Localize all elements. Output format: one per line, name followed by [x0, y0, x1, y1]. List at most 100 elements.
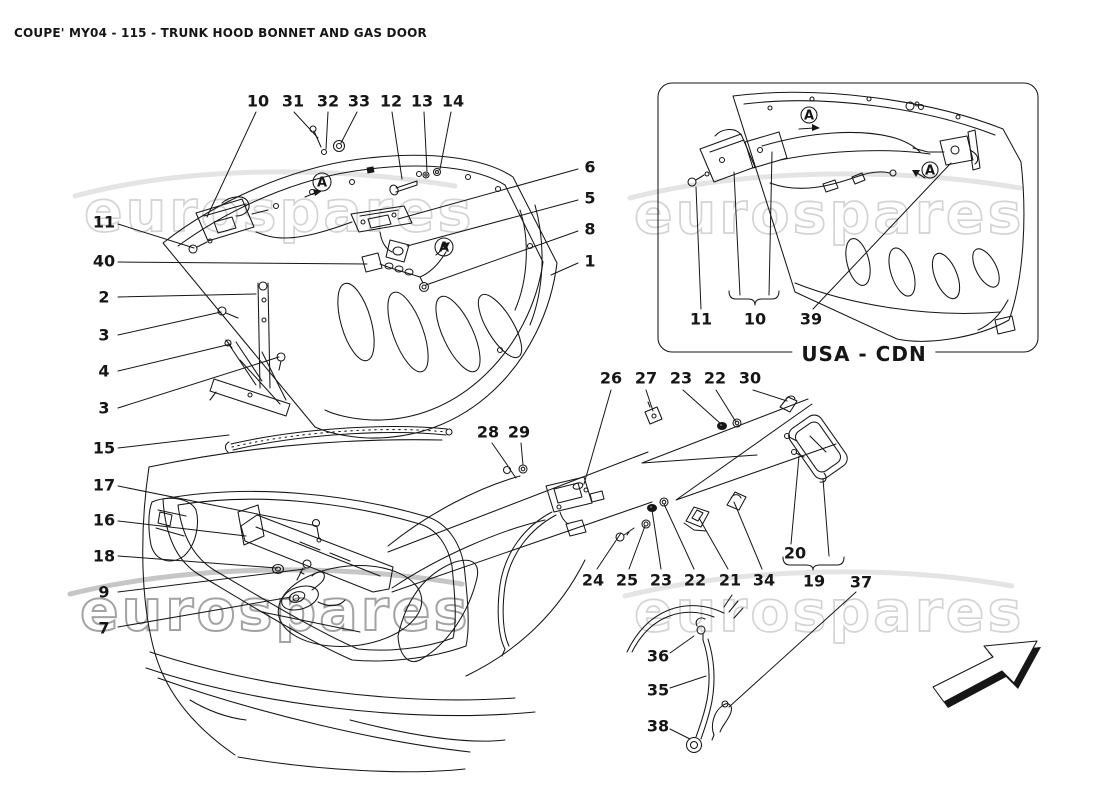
callout-part-36[interactable]: 36	[646, 646, 670, 666]
leader-line-36	[669, 635, 695, 654]
inset-region-label: USA - CDN	[792, 342, 936, 366]
leader-line-35	[669, 675, 707, 689]
leader-line-14	[439, 111, 452, 170]
callout-part-5[interactable]: 5	[584, 188, 596, 208]
callout-part-7[interactable]: 7	[98, 618, 110, 638]
watermark-text: eurospares	[84, 179, 474, 245]
callout-part-22[interactable]: 22	[683, 570, 707, 590]
callout-part-10[interactable]: 10	[743, 309, 767, 329]
callout-part-14[interactable]: 14	[441, 91, 465, 111]
callout-part-26[interactable]: 26	[599, 368, 623, 388]
leader-line-3	[117, 356, 280, 409]
group-braces	[728, 290, 845, 571]
watermark-bottom-right: eurospares	[622, 569, 1024, 646]
leader-line-1	[550, 262, 579, 276]
callout-part-31[interactable]: 31	[281, 91, 305, 111]
callout-part-37[interactable]: 37	[849, 572, 873, 592]
leader-line-8	[425, 230, 579, 286]
callout-part-27[interactable]: 27	[634, 368, 658, 388]
trunk-seal-drawing	[224, 426, 453, 453]
leader-line-2	[117, 293, 257, 298]
callout-part-17[interactable]: 17	[92, 475, 116, 495]
leader-line-3	[117, 311, 222, 336]
fuel-area-drawing	[626, 594, 744, 754]
callout-part-22[interactable]: 22	[703, 368, 727, 388]
view-marker-label: A	[439, 241, 449, 256]
trunk-latch-drawing	[255, 205, 447, 293]
callout-part-2[interactable]: 2	[98, 287, 110, 307]
leader-line-5	[406, 199, 579, 247]
view-marker-circle	[312, 172, 332, 192]
watermark-bottom-left: eurospares	[67, 567, 470, 645]
callout-part-1[interactable]: 1	[584, 251, 596, 271]
callout-part-38[interactable]: 38	[646, 716, 670, 736]
callout-part-6[interactable]: 6	[584, 157, 596, 177]
callout-part-21[interactable]: 21	[718, 570, 742, 590]
leader-line-7	[117, 596, 292, 628]
callout-part-18[interactable]: 18	[92, 546, 116, 566]
leader-line-13	[423, 111, 428, 172]
view-marker-circle	[921, 161, 939, 179]
leader-line-32	[325, 111, 329, 150]
callout-part-12[interactable]: 12	[379, 91, 403, 111]
callout-part-33[interactable]: 33	[347, 91, 371, 111]
view-marker-circle	[434, 237, 454, 257]
callout-part-29[interactable]: 29	[507, 422, 531, 442]
callout-part-16[interactable]: 16	[92, 510, 116, 530]
callout-part-20[interactable]: 20	[783, 543, 807, 563]
callout-part-9[interactable]: 9	[98, 582, 110, 602]
callout-part-35[interactable]: 35	[646, 680, 670, 700]
leader-line-15	[117, 434, 230, 449]
hinge-actuator-drawing	[188, 125, 442, 254]
view-marker-label: A	[317, 176, 327, 191]
leader-line-37	[728, 591, 857, 708]
callout-part-40[interactable]: 40	[92, 251, 116, 271]
watermark-text: eurospares	[634, 181, 1024, 247]
callout-part-8[interactable]: 8	[584, 219, 596, 239]
callout-part-28[interactable]: 28	[476, 422, 500, 442]
callout-part-3[interactable]: 3	[98, 398, 110, 418]
watermark-text: eurospares	[634, 579, 1024, 645]
leader-line-22	[715, 389, 737, 423]
callout-part-25[interactable]: 25	[615, 570, 639, 590]
callout-part-4[interactable]: 4	[98, 361, 110, 381]
leader-line-30	[752, 389, 788, 402]
leader-line-20	[790, 455, 800, 545]
callout-part-24[interactable]: 24	[581, 570, 605, 590]
callout-part-10[interactable]: 10	[246, 91, 270, 111]
callout-part-15[interactable]: 15	[92, 438, 116, 458]
callout-part-39[interactable]: 39	[799, 309, 823, 329]
callout-part-23[interactable]: 23	[669, 368, 693, 388]
leader-line-9	[117, 568, 306, 593]
release-cable-drawing	[497, 464, 605, 657]
diagram-title: COUPE' MY04 - 115 - TRUNK HOOD BONNET AN…	[14, 26, 427, 40]
leader-line-21	[698, 517, 729, 570]
car-body-drawing	[142, 439, 653, 773]
callout-part-30[interactable]: 30	[738, 368, 762, 388]
callout-part-32[interactable]: 32	[316, 91, 340, 111]
callout-part-13[interactable]: 13	[410, 91, 434, 111]
callout-part-34[interactable]: 34	[752, 570, 776, 590]
callout-part-23[interactable]: 23	[649, 570, 673, 590]
lock-support-drawing	[237, 504, 394, 611]
watermark-text: eurospares	[80, 578, 470, 644]
group-leader-line	[733, 171, 741, 296]
view-marker-circle	[800, 106, 818, 124]
group-leader-line	[822, 478, 830, 557]
leader-line-25	[628, 525, 646, 570]
callout-part-11[interactable]: 11	[689, 309, 713, 329]
trunk-lid-drawing	[162, 154, 558, 439]
leader-line-4	[117, 343, 232, 372]
callout-part-19[interactable]: 19	[802, 571, 826, 591]
group-leader-line	[768, 151, 773, 296]
leader-line-29	[520, 442, 524, 466]
callout-part-11[interactable]: 11	[92, 212, 116, 232]
leader-line-18	[117, 555, 278, 569]
callout-part-3[interactable]: 3	[98, 325, 110, 345]
leader-line-10	[206, 111, 257, 218]
view-marker-label: A	[804, 109, 814, 124]
leader-line-34	[733, 501, 763, 570]
hinge-strut-drawing	[209, 281, 291, 417]
